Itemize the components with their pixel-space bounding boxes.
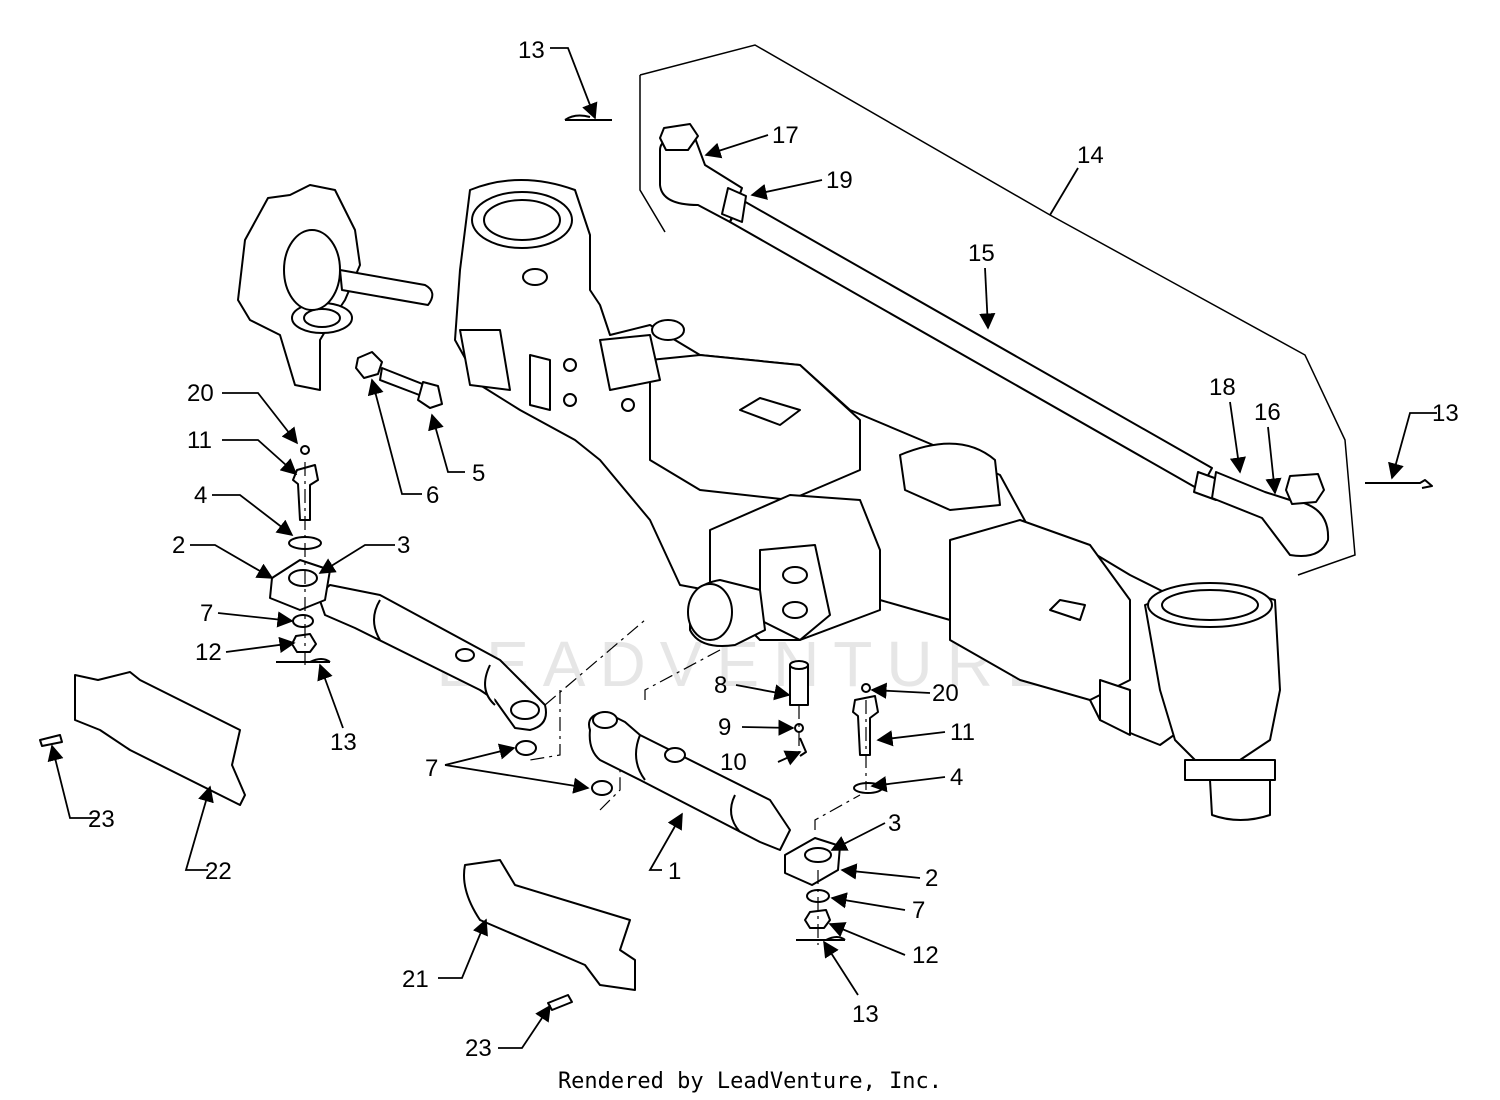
anchor-blocks — [269, 559, 841, 886]
cotter-pin-13-right — [1365, 479, 1433, 489]
callout-3: 3 — [888, 810, 901, 837]
callout-23: 23 — [88, 806, 115, 833]
callout-13: 13 — [1432, 400, 1459, 427]
callout-18: 18 — [1209, 374, 1236, 401]
rendered-by-footer: Rendered by LeadVenture, Inc. — [558, 1069, 942, 1094]
shield-22 — [74, 671, 246, 806]
fitting-20-upper — [300, 445, 310, 455]
shield-21 — [463, 859, 636, 991]
callout-7: 7 — [425, 755, 438, 782]
castle-nut-16 — [1285, 473, 1325, 505]
callout-10: 10 — [720, 749, 747, 776]
callout-7: 7 — [200, 600, 213, 627]
screw-23-left — [39, 734, 63, 747]
callout-19: 19 — [826, 167, 853, 194]
tie-rod-assembly-outline — [639, 44, 1356, 576]
center-pivot-housing — [687, 494, 881, 647]
callout-14: 14 — [1077, 142, 1104, 169]
callout-8: 8 — [714, 672, 727, 699]
shields — [39, 671, 636, 1011]
callout-17: 17 — [772, 122, 799, 149]
castle-nut-17 — [659, 123, 699, 151]
axle-housing — [454, 179, 1211, 746]
callout-11: 11 — [950, 719, 975, 746]
callout-labels: 13 17 19 14 15 18 16 13 20 11 4 2 3 7 12… — [88, 37, 1459, 1062]
callout-6: 6 — [426, 482, 439, 509]
bolt-and-nut — [355, 351, 443, 409]
callout-11: 11 — [187, 427, 212, 454]
callout-1: 1 — [668, 858, 681, 885]
callout-23: 23 — [465, 1035, 492, 1062]
fitting-20-lower — [861, 683, 871, 693]
right-spindle-housing — [1144, 582, 1281, 821]
steering-cylinder-1 — [588, 711, 791, 851]
callout-4: 4 — [950, 764, 963, 791]
callout-13: 13 — [852, 1001, 879, 1028]
washer-7-upper — [292, 614, 314, 628]
callout-2: 2 — [925, 865, 938, 892]
callout-20: 20 — [187, 380, 214, 407]
callout-22: 22 — [205, 858, 232, 885]
bolt-5 — [379, 367, 426, 397]
callout-12: 12 — [195, 639, 222, 666]
callout-4: 4 — [194, 482, 207, 509]
callout-13: 13 — [518, 37, 545, 64]
cotter-13-lower — [796, 936, 846, 941]
callout-15: 15 — [968, 240, 995, 267]
nut-6 — [355, 351, 383, 379]
pin-8 — [789, 664, 809, 706]
callout-5: 5 — [472, 460, 485, 487]
callout-16: 16 — [1254, 399, 1281, 426]
callout-20: 20 — [932, 680, 959, 707]
callout-2: 2 — [172, 532, 185, 559]
callout-12: 12 — [912, 942, 939, 969]
washer-7-mid — [515, 740, 537, 756]
callout-7: 7 — [912, 897, 925, 924]
tie-rod-assembly — [564, 114, 1433, 557]
alignment-lines — [304, 462, 867, 945]
callout-3: 3 — [397, 532, 410, 559]
washer-7-left — [591, 780, 613, 796]
bolt-11-lower — [852, 695, 879, 756]
callout-leaders — [47, 47, 1437, 1049]
screw-23-right — [547, 994, 573, 1011]
jam-nut-19 — [721, 187, 747, 223]
steering-knuckle — [237, 184, 434, 391]
nut-12-upper — [291, 633, 317, 653]
cotter-13-upper — [276, 658, 331, 663]
callout-9: 9 — [718, 714, 731, 741]
callout-21: 21 — [402, 966, 429, 993]
cotter-pin-13-top — [564, 114, 612, 121]
steering-cylinder-upper — [317, 584, 547, 731]
callout-13: 13 — [330, 729, 357, 756]
pin-10 — [799, 737, 807, 757]
